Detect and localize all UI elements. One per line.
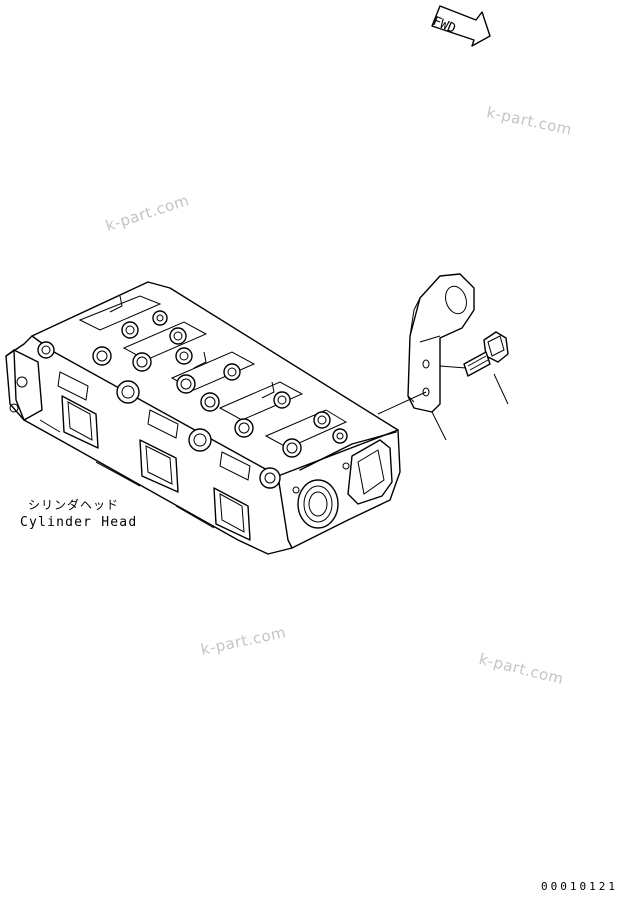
- cylinder-head-label-english: Cylinder Head: [20, 515, 138, 530]
- cylinder-head-label-japanese: シリンダヘッド: [28, 498, 120, 512]
- lifting-bracket-drawing: [407, 273, 475, 413]
- assembly-lines: [377, 365, 509, 441]
- fwd-arrow-icon: [431, 5, 491, 47]
- bolt-drawing: [463, 331, 509, 377]
- document-number: 00010121: [541, 880, 618, 893]
- cylinder-head-drawing: [5, 281, 401, 555]
